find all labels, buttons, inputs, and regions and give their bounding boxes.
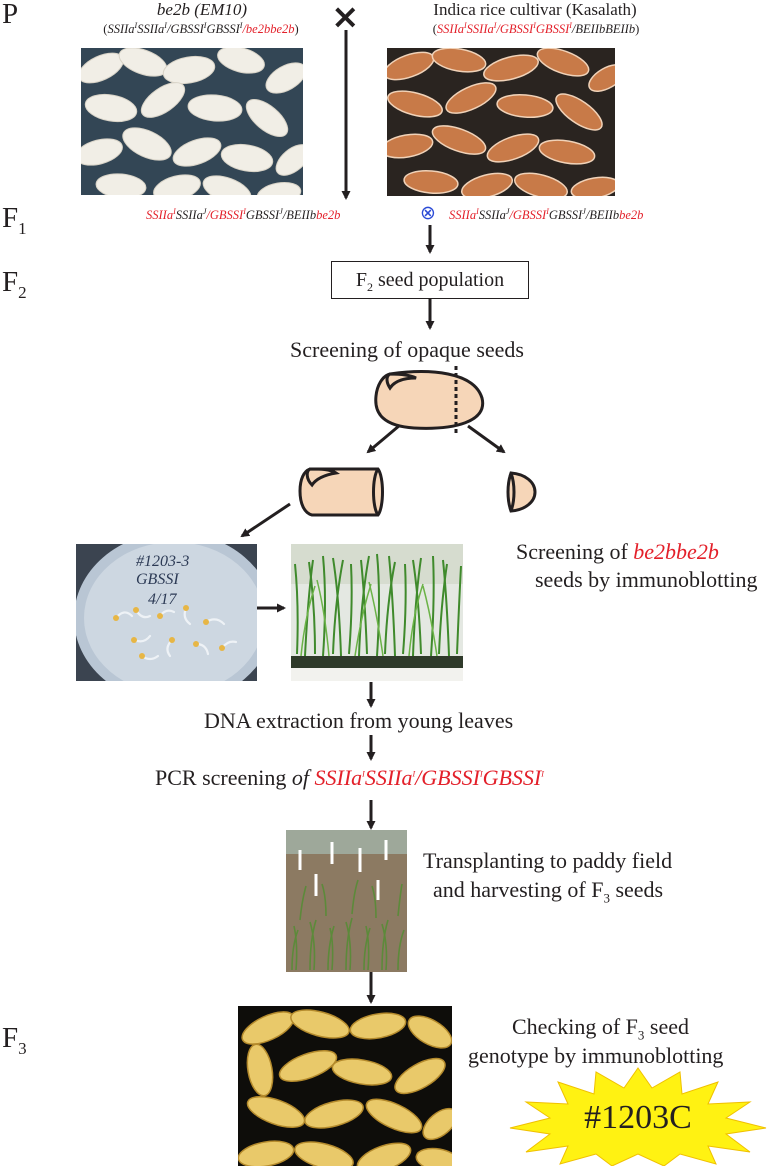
f2-seed-population-box: F2 seed population (331, 261, 529, 299)
opaque-seed-diagram (374, 366, 485, 436)
dish-label-line3: 4/17 (148, 591, 177, 608)
parent-left-genotype-segment: /be2bbe2b (242, 22, 295, 36)
parent-right-genotype: (SSIIaISSIIaI/GBSSIIGBSSII/BEIIbBEIIb) (432, 20, 640, 36)
pcr-genotype-segment: SSIIa (314, 765, 363, 790)
screening-opaque-text: Screening of opaque seeds (290, 337, 524, 362)
f1-right-genotype-segment: SSIIa (478, 208, 506, 222)
checking-line1: Checking of F3 seed (512, 1014, 689, 1043)
parent-right-genotype-segment: I (533, 20, 536, 30)
immunoblot-screening-line1: Screening of be2bbe2b (516, 539, 719, 564)
parent-right-genotype-segment: I (493, 20, 497, 30)
embryo-half-seed (506, 471, 537, 513)
f1-left-genotype-segment: /BEIIb (282, 208, 317, 222)
pcr-screening-text: PCR screening of SSIIaISSIIaI/GBSSIIGBSS… (155, 765, 544, 790)
parent-left-name: be2b (EM10) (156, 0, 248, 19)
pcr-genotype-segment: I (412, 769, 416, 779)
embryo-less-half-seed (298, 467, 384, 517)
transplanting-line1: Transplanting to paddy field (423, 848, 673, 873)
parent-right-genotype-segment: SSIIa (466, 22, 494, 36)
parent-left-genotype: (SSIIaISSIIaI/GBSSIIGBSSII/be2bbe2b) (103, 20, 299, 36)
f1-right-genotype-segment: /GBSSI (509, 208, 547, 222)
parent-left-genotype-segment: I (203, 20, 207, 30)
transplanting-line2: and harvesting of F3 seeds (433, 877, 664, 906)
f1-right-genotype-segment: J (582, 206, 586, 216)
be2b-seed-photo (81, 48, 303, 195)
kasalath-seed-photo (387, 48, 615, 196)
seedling-tray-photo (291, 544, 463, 681)
f1-left-genotype-segment: I (243, 206, 246, 216)
result-label: #1203C (584, 1099, 692, 1136)
dna-extraction-text: DNA extraction from young leaves (204, 708, 514, 733)
pcr-genotype-segment: SSIIa (364, 765, 413, 790)
f1-right-genotype-segment: I (476, 206, 479, 216)
checking-line2: genotype by immunoblotting (468, 1043, 724, 1068)
pcr-genotype-segment: /GBSSI (415, 765, 480, 790)
f1-left-genotype-segment: J (279, 206, 283, 216)
pcr-genotype-segment: GBSSI (482, 765, 542, 790)
dish-label-line2: GBSSI (136, 571, 179, 588)
f1-left-genotype-segment: SSIIa (175, 208, 203, 222)
parent-left-genotype-segment: I (239, 20, 243, 30)
parent-left-genotype-segment: SSIIa (107, 22, 135, 36)
parent-right-genotype-segment: /BEIIbBEIIb (571, 22, 636, 36)
parent-left-genotype-segment: GBSSI (206, 22, 240, 36)
immunoblot-screening-line2: seeds by immunoblotting (535, 567, 758, 592)
parent-left-genotype-segment: I (134, 20, 138, 30)
f2-seed-population-label: F2 seed population (355, 269, 505, 294)
parent-left-genotype-segment: /GBSSI (166, 22, 204, 36)
f1-left-genotype-segment: /GBSSI (206, 208, 244, 222)
generation-label-f3: F3 (2, 1022, 27, 1058)
f1-left-genotype-segment: GBSSI (245, 208, 280, 222)
f1-right-genotype-segment: J (505, 206, 510, 216)
parent-right-genotype-segment: SSIIa (436, 22, 464, 36)
f1-right-genotype-segment: be2b (619, 208, 644, 222)
f1-left-genotype-segment: be2b (316, 208, 341, 222)
f3-seed-photo (238, 1006, 452, 1166)
f1-right-genotype-segment: /BEIIb (585, 208, 620, 222)
parent-right-genotype-segment: GBSSI (535, 22, 570, 36)
f1-right-genotype-segment: SSIIa (449, 208, 477, 222)
starburst-shape (509, 1067, 767, 1166)
f1-genotype-left: SSIIaISSIIaJ/GBSSIIGBSSIJ/BEIIbbe2b (146, 206, 341, 223)
f1-right-genotype-segment: GBSSI (548, 208, 583, 222)
pcr-genotype-segment: I (479, 769, 483, 779)
parent-left-genotype-segment: SSIIa (137, 22, 165, 36)
generation-label-f2: F2 (2, 266, 27, 302)
result-starburst: #1203C (509, 1067, 767, 1166)
selfing-symbol: ⊗ (420, 202, 436, 224)
f1-left-genotype-segment: I (173, 206, 176, 216)
generation-label-p: P (2, 0, 19, 30)
f1-genotype-right: SSIIaISSIIaJ/GBSSIIGBSSIJ/BEIIbbe2b (449, 206, 644, 223)
f1-right-genotype-segment: I (546, 206, 549, 216)
parent-right-name: Indica rice cultivar (Kasalath) (433, 0, 637, 19)
parent-right-genotype-segment: I (569, 20, 572, 30)
generation-label-f1: F1 (2, 202, 27, 238)
f1-left-genotype-segment: J (202, 206, 207, 216)
parent-left-genotype-segment: I (164, 20, 167, 30)
parent-right-genotype-segment: I (464, 20, 467, 30)
parent-right-genotype-segment: /GBSSI (496, 22, 534, 36)
pcr-genotype-segment: I (541, 769, 544, 779)
pcr-genotype-segment: I (362, 769, 365, 779)
petri-dish-photo: #1203-3 GBSSI 4/17 (76, 544, 257, 681)
f1-left-genotype-segment: SSIIa (146, 208, 174, 222)
paddy-field-photo (286, 830, 407, 972)
dish-label-line1: #1203-3 (136, 553, 189, 570)
